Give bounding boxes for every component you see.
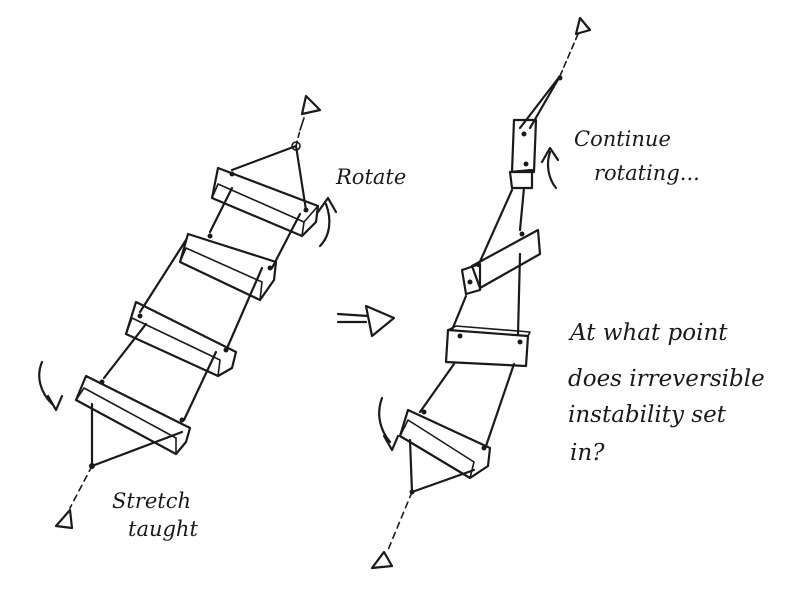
- rotate-label: Rotate: [335, 165, 406, 189]
- top-cone: [230, 144, 308, 212]
- twisted-left-rail-3: [418, 362, 456, 414]
- plank-3: [124, 300, 238, 378]
- note-question: At what point does irreversible instabil…: [568, 320, 765, 466]
- question-line-2: does irreversible: [568, 366, 765, 392]
- twisted-bottom-arrow: [370, 491, 413, 570]
- ladder-initial: [38, 94, 338, 530]
- note-continue: Continue rotating...: [574, 127, 700, 185]
- note-stretch: Stretch taught: [112, 489, 198, 541]
- rotate-arrow-top: [316, 196, 338, 248]
- continue-label: Continue: [574, 127, 671, 151]
- plank-2: [178, 232, 278, 302]
- question-line-4: in?: [570, 440, 605, 466]
- question-line-3: instability set: [568, 402, 727, 428]
- plank-4: [74, 374, 192, 456]
- twisted-plank-2: [460, 228, 542, 296]
- note-rotate: Rotate: [335, 165, 406, 189]
- left-rail-seg-2: [138, 238, 188, 314]
- twisted-rotate-arrow-bottom: [378, 396, 400, 452]
- twisted-right-rail-2: [516, 252, 522, 336]
- taught-label: taught: [128, 517, 198, 541]
- left-rail-seg-1: [208, 186, 234, 234]
- twisted-right-rail-3: [484, 362, 516, 448]
- right-rail-seg-3: [182, 350, 218, 422]
- bottom-tension-arrow: [54, 465, 93, 530]
- rotate-arrow-bottom: [38, 360, 64, 412]
- right-rail-seg-2: [226, 266, 264, 348]
- transition-arrow: [336, 304, 396, 338]
- top-tension-arrow: [291, 94, 322, 151]
- right-rail-seg-1: [270, 212, 302, 270]
- twisted-left-rail-1: [476, 188, 514, 268]
- left-rail-seg-3: [102, 322, 148, 380]
- twisted-top-arrow: [559, 16, 592, 77]
- twisted-plank-1: [508, 118, 538, 190]
- stretch-label: Stretch: [112, 489, 191, 513]
- bottom-cone: [90, 402, 184, 468]
- ladder-twisted: [370, 16, 592, 570]
- continue-rotate-arrow: [540, 146, 560, 190]
- twisted-right-rail-1: [518, 186, 526, 232]
- twisted-plank-4: [398, 408, 492, 480]
- rotating-label: rotating...: [594, 161, 700, 185]
- twisted-left-rail-2: [450, 294, 468, 332]
- question-line-1: At what point: [568, 320, 728, 346]
- plank-1: [210, 166, 320, 238]
